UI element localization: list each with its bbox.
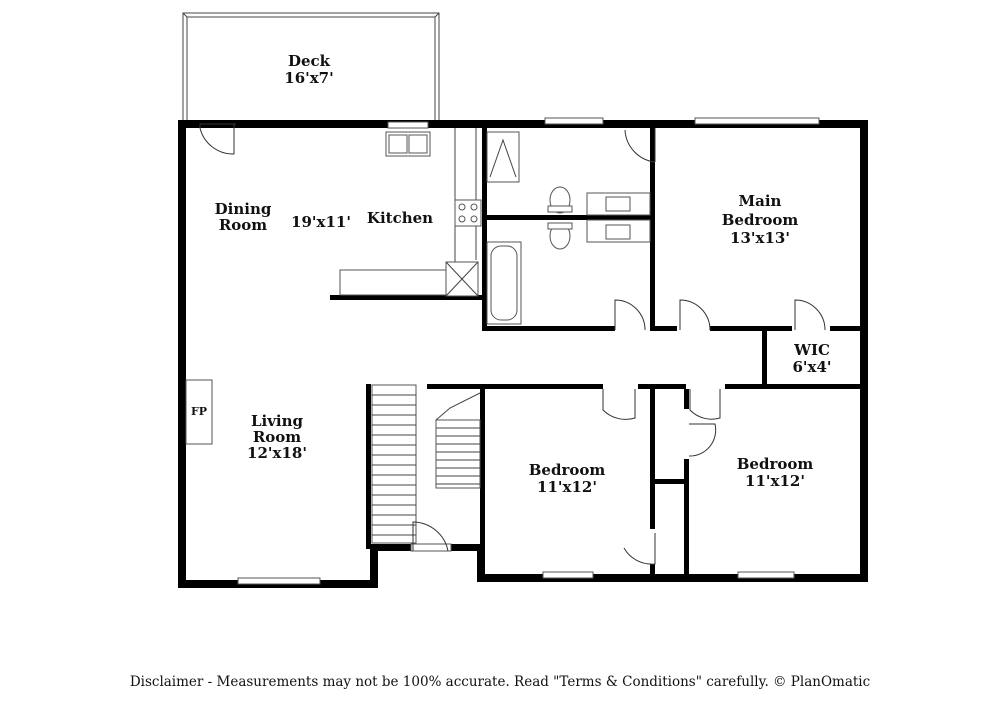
- doors: [199, 123, 826, 565]
- wic-size: 6'x4': [792, 358, 831, 376]
- living-line1: Living: [251, 412, 304, 430]
- windows: [237, 117, 820, 585]
- kitchen-fixtures: [339, 121, 482, 297]
- stairs: [371, 384, 481, 552]
- bedroom-center-size: 11'x12': [537, 478, 597, 496]
- living-line2: Room: [253, 428, 301, 446]
- bedroom-right-name: Bedroom: [737, 455, 814, 473]
- bedroom-right-size: 11'x12': [745, 472, 805, 490]
- deck-name: Deck: [288, 52, 331, 70]
- main-bedroom-line2: Bedroom: [722, 211, 799, 229]
- living-size: 12'x18': [247, 444, 307, 462]
- dining-label-line2: Room: [219, 216, 267, 234]
- kitchen-size: 19'x11': [291, 213, 351, 231]
- fireplace-label: FP: [191, 405, 207, 418]
- kitchen-name: Kitchen: [367, 209, 433, 227]
- fireplace: FP: [185, 379, 213, 445]
- main-bedroom-line1: Main: [739, 192, 782, 210]
- interior-walls: [330, 128, 864, 579]
- bedroom-center-name: Bedroom: [529, 461, 606, 479]
- wic-name: WIC: [793, 341, 830, 359]
- dining-label-line1: Dining: [215, 200, 272, 218]
- bathroom-fixtures: [486, 131, 651, 325]
- room-labels: Deck 16'x7' Dining Room 19'x11' Kitchen …: [215, 52, 832, 496]
- main-bedroom-size: 13'x13': [730, 229, 790, 247]
- deck-size: 16'x7': [284, 69, 333, 87]
- disclaimer-text: Disclaimer - Measurements may not be 100…: [129, 674, 871, 690]
